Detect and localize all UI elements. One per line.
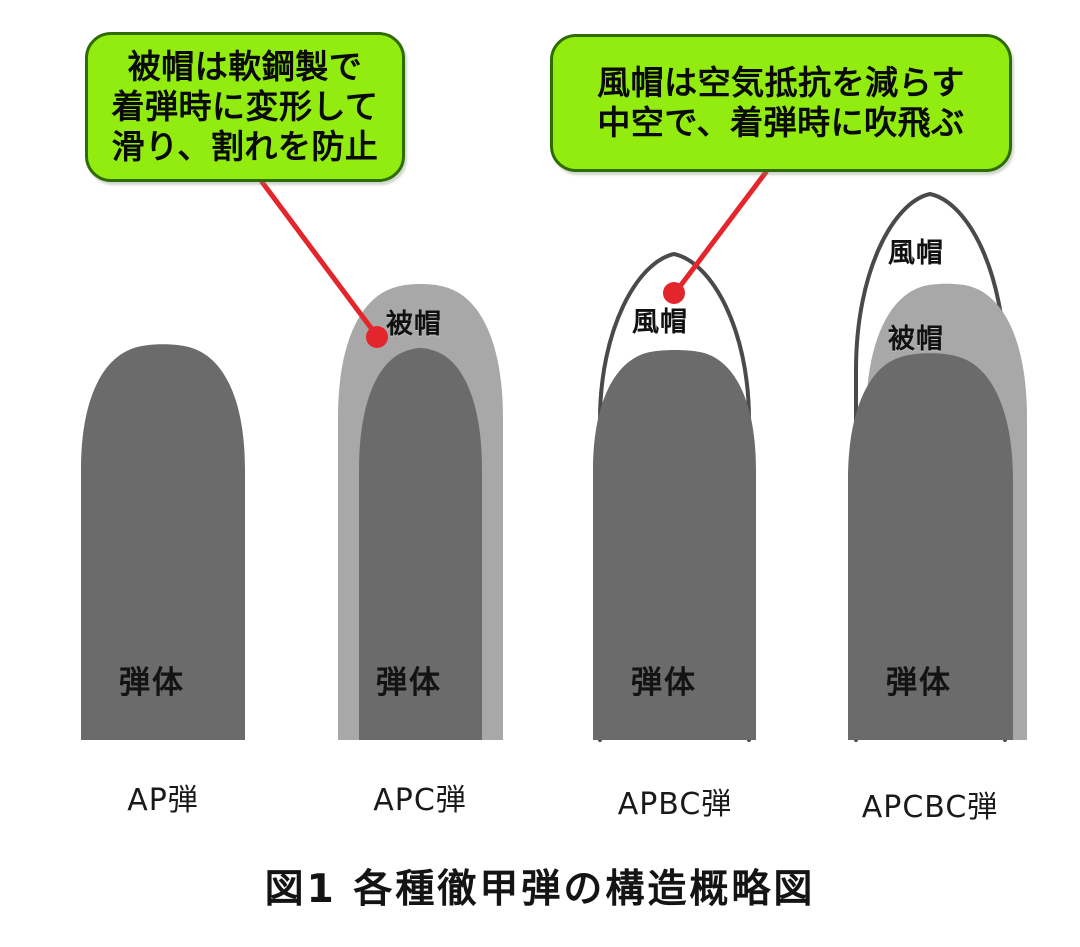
callout-armor-piercing-cap: 被帽は軟鋼製で 着弾時に変形して 滑り、割れを防止 [85, 32, 405, 182]
label-apc-cap: 被帽 [386, 309, 442, 340]
callout-windshield-line-2: 中空で、着弾時に吹飛ぶ [597, 103, 965, 142]
callout-cap-line-2: 着弾時に変形して [111, 86, 379, 126]
shell-name-apc: APC弾 [373, 783, 467, 818]
leader-lines [259, 169, 769, 348]
leader-line-cap [259, 179, 380, 339]
ap-body-shape [81, 344, 245, 740]
label-apcbc-windshield: 風帽 [888, 238, 944, 269]
shell-name-ap: AP弾 [127, 783, 199, 818]
shell-name-apcbc: APCBC弾 [861, 790, 999, 825]
callout-windshield: 風帽は空気抵抗を減らす 中空で、着弾時に吹飛ぶ [550, 34, 1012, 172]
shell-name-apbc: APBC弾 [617, 787, 733, 822]
apcbc-body-shape [848, 353, 1013, 740]
callout-windshield-line-1: 風帽は空気抵抗を減らす [597, 62, 965, 102]
shell-apcbc [848, 192, 1027, 742]
leader-dot-cap [366, 326, 388, 348]
label-ap-body: 弾体 [119, 665, 185, 701]
figure-caption: 図1 各種徹甲弾の構造概略図 [264, 867, 816, 912]
callout-cap-line-1: 被帽は軟鋼製で [127, 46, 363, 86]
shell-apbc [593, 252, 756, 742]
shell-apc [338, 284, 503, 740]
apc-body-shape [359, 348, 482, 740]
label-apc-body: 弾体 [376, 665, 442, 701]
label-apcbc-cap: 被帽 [888, 324, 944, 355]
callout-cap-line-3: 滑り、割れを防止 [111, 127, 379, 167]
label-apcbc-body: 弾体 [886, 665, 952, 701]
shell-ap [81, 344, 245, 740]
label-apbc-windshield: 風帽 [632, 307, 688, 338]
leader-dot-windshield [663, 282, 685, 304]
label-apbc-body: 弾体 [631, 665, 697, 701]
leader-line-windshield [672, 169, 769, 296]
apbc-body-shape [593, 350, 756, 740]
